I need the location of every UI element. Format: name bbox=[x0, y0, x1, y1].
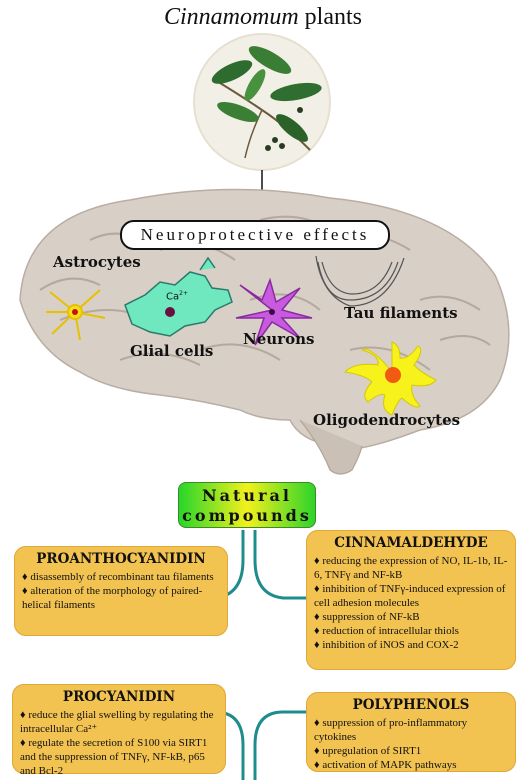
procyanidin-item: ♦ regulate the secretion of S100 via SIR… bbox=[20, 737, 208, 777]
cinnamaldehyde-item: ♦ suppression of NF-kB bbox=[314, 611, 420, 623]
title-rest: plants bbox=[304, 4, 362, 30]
cinnamon-plant-image bbox=[193, 33, 331, 171]
glial-cell bbox=[124, 256, 233, 337]
diagram-title: Cinnamomum plants bbox=[0, 4, 526, 31]
natural-compounds-line2: compounds bbox=[182, 506, 312, 525]
proanthocyanidin-title: PROANTHOCYANIDIN bbox=[36, 551, 206, 567]
neuron-cell bbox=[235, 277, 313, 346]
polyphenols-item: ♦ upregulation of SIRT1 bbox=[314, 745, 422, 757]
polyphenols-item: ♦ activation of MAPK pathways bbox=[314, 759, 457, 771]
procyanidin-item: ♦ reduce the glial swelling by regulatin… bbox=[20, 709, 214, 735]
oligodendrocyte-cell bbox=[343, 341, 437, 416]
astrocyte-cell bbox=[46, 289, 106, 341]
label-tau-filaments: Tau filaments bbox=[344, 304, 458, 322]
cinnamaldehyde-title: CINNAMALDEHYDE bbox=[334, 535, 488, 551]
label-calcium: Ca2+ bbox=[166, 290, 188, 302]
natural-compounds-box: Natural compounds bbox=[178, 482, 316, 528]
neuroprotective-effects-box: Neuroprotective effects bbox=[120, 220, 390, 250]
label-astrocytes: Astrocytes bbox=[53, 253, 141, 271]
cinnamaldehyde-item: ♦ inhibition of iNOS and COX-2 bbox=[314, 639, 459, 651]
cinnamaldehyde-box: CINNAMALDEHYDE ♦ reducing the expression… bbox=[306, 530, 516, 670]
procyanidin-box: PROCYANIDIN ♦ reduce the glial swelling … bbox=[12, 684, 226, 777]
proanthocyanidin-box: PROANTHOCYANIDIN ♦ disassembly of recomb… bbox=[14, 546, 228, 636]
polyphenols-box: POLYPHENOLS ♦ suppression of pro-inflamm… bbox=[306, 692, 516, 772]
tau-filament bbox=[315, 255, 405, 307]
label-oligodendrocytes: Oligodendrocytes bbox=[313, 411, 461, 429]
cinnamaldehyde-item: ♦ reduction of intracellular thiols bbox=[314, 625, 459, 637]
label-ca-superscript: 2+ bbox=[179, 290, 188, 297]
label-neurons: Neurons bbox=[243, 330, 315, 348]
proanthocyanidin-item: ♦ alteration of the morphology of paired… bbox=[22, 585, 203, 611]
natural-compounds-line1: Natural bbox=[202, 486, 292, 505]
label-glial-cells: Glial cells bbox=[130, 342, 214, 360]
label-ca: Ca bbox=[166, 291, 180, 303]
proanthocyanidin-item: ♦ disassembly of recombinant tau filamen… bbox=[22, 571, 214, 583]
cinnamaldehyde-item: ♦ inhibition of TNFγ-induced expression … bbox=[314, 583, 506, 609]
procyanidin-title: PROCYANIDIN bbox=[62, 689, 176, 705]
polyphenols-title: POLYPHENOLS bbox=[352, 697, 470, 713]
title-italic: Cinnamomum bbox=[164, 4, 299, 30]
polyphenols-item: ♦ suppression of pro-inflammatory cytoki… bbox=[314, 717, 468, 743]
cinnamaldehyde-item: ♦ reducing the expression of NO, IL-1b, … bbox=[314, 555, 508, 581]
